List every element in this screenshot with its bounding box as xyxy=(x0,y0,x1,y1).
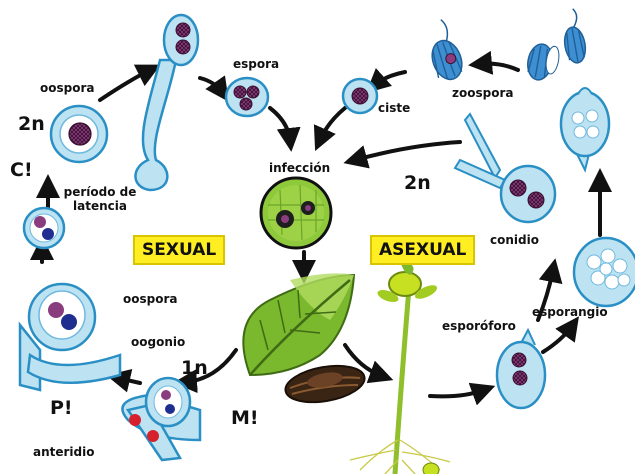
oospora-mid-cell xyxy=(20,284,120,390)
germ-tube xyxy=(135,15,198,190)
esporoforo-cell xyxy=(497,330,545,408)
oospora-top-cell xyxy=(51,106,107,162)
label-zoospora: zoospora xyxy=(452,87,513,101)
label-anteridio: anteridio xyxy=(33,446,95,460)
label-esporoforo: esporóforo xyxy=(442,320,516,334)
infeccion-cell xyxy=(261,178,331,248)
label-oogonio: oogonio xyxy=(131,336,185,350)
badge-asexual: ASEXUAL xyxy=(370,235,475,265)
label-c-mark: C! xyxy=(10,160,33,182)
label-m-mark: M! xyxy=(231,408,259,430)
espora-cell xyxy=(226,78,268,116)
label-conidio: conidio xyxy=(490,234,539,248)
latencia-cell xyxy=(24,208,64,248)
badge-sexual: SEXUAL xyxy=(133,235,225,265)
ciste-cell xyxy=(343,79,377,113)
label-esporangio: esporangio xyxy=(532,306,608,320)
label-periodo-line2: latencia xyxy=(60,200,140,214)
label-oospora-top: oospora xyxy=(40,82,94,96)
leaf xyxy=(243,273,354,375)
anteridio-oogonio-cell xyxy=(122,378,200,460)
label-1n: 1n xyxy=(181,358,208,380)
label-2n-left: 2n xyxy=(18,114,45,136)
label-infeccion: infección xyxy=(269,162,330,176)
label-2n-right: 2n xyxy=(404,173,431,195)
conidio-cell xyxy=(455,114,555,222)
esporangio-top-cell xyxy=(561,88,609,170)
label-oospora-mid: oospora xyxy=(123,293,177,307)
label-periodo-latencia: período de latencia xyxy=(60,186,140,214)
label-p-mark: P! xyxy=(50,398,73,420)
label-ciste: ciste xyxy=(378,102,410,116)
esporangio-lower-cell xyxy=(574,238,635,306)
zoospora-cells xyxy=(420,8,588,84)
label-espora: espora xyxy=(233,58,279,72)
label-periodo-line1: período de xyxy=(60,186,140,200)
